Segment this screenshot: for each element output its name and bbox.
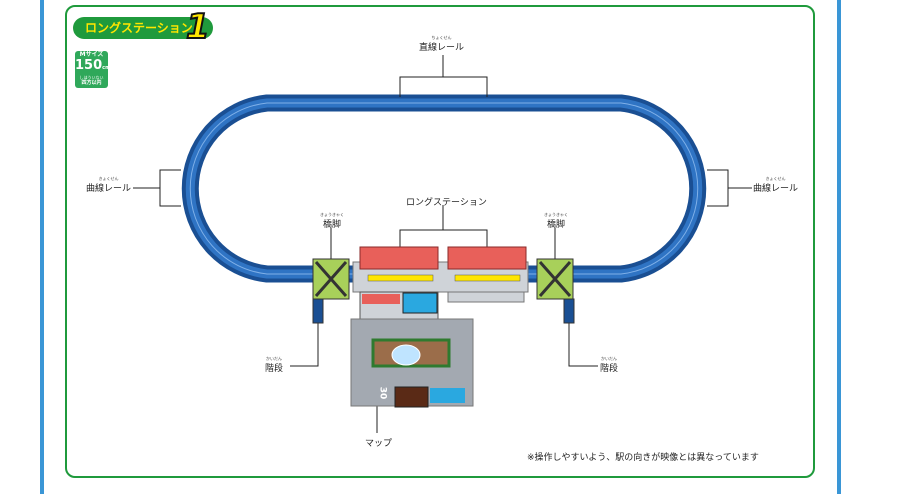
pier-right xyxy=(536,258,575,324)
badge-size: Mサイズ xyxy=(79,51,104,58)
left-border-line xyxy=(40,0,44,494)
size-badge: Mサイズ 150cm しほういない 四方以内 xyxy=(75,51,111,88)
badge-limit: 四方以内 xyxy=(81,80,102,86)
diagram-frame xyxy=(65,5,815,478)
label-long-station: ロングステーション xyxy=(406,198,487,208)
label-stairs-left: かいだん階段 xyxy=(265,356,284,374)
label-pier-right: きょうきゃく橋脚 xyxy=(544,212,568,230)
pier-left xyxy=(312,258,350,324)
station-roof-right xyxy=(447,246,527,270)
map-speed-marking: 30 xyxy=(377,386,388,400)
label-map: マップ xyxy=(365,439,393,449)
badge-unit: cm xyxy=(102,65,111,71)
layout-number: 1 xyxy=(185,7,211,47)
label-curve-rail-right: きょくせん曲線レール xyxy=(753,176,799,194)
badge-value: 150 xyxy=(75,58,103,73)
layout-title: ロングステーション xyxy=(73,17,213,39)
track-oval-inner xyxy=(185,98,703,279)
label-curve-rail-left: きょくせん曲線レール xyxy=(86,176,132,194)
badge-ruby: しほういない xyxy=(79,75,104,80)
footnote: ※操作しやすいよう、駅の向きが映像とは異なっています xyxy=(527,453,759,463)
label-pier-left: きょうきゃく橋脚 xyxy=(320,212,344,230)
station-roof-left xyxy=(359,246,439,270)
label-stairs-right: かいだん階段 xyxy=(600,356,619,374)
right-border-line xyxy=(837,0,841,494)
label-straight-rail: ちょくせん直線レール xyxy=(419,35,465,53)
track-oval xyxy=(181,94,707,283)
